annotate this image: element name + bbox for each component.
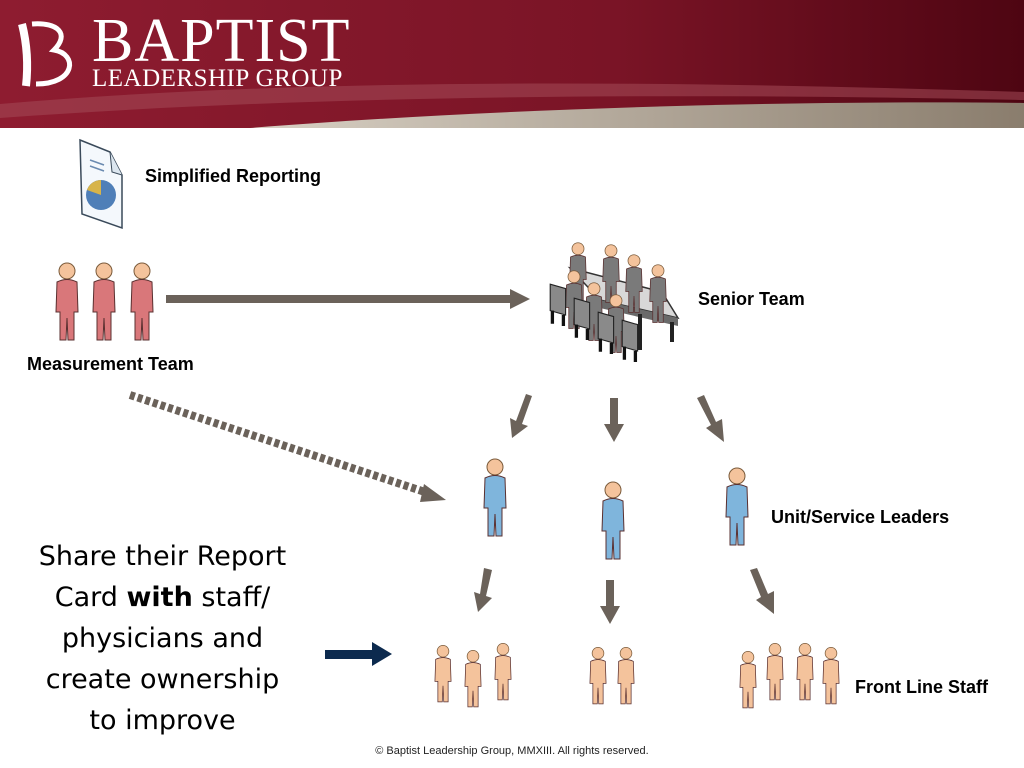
copyright-text: © Baptist Leadership Group, MMXIII. All …: [375, 745, 649, 757]
callout-text-start: Share their Report Card: [38, 541, 287, 613]
arrows-leaders-to-staff: [474, 568, 774, 624]
label-unit-service-leaders: Unit/Service Leaders: [771, 507, 950, 527]
brand-name: BAPTIST: [92, 7, 351, 75]
callout-text-bold: with: [126, 582, 193, 613]
logo-mark: [18, 21, 73, 87]
label-simplified-reporting: Simplified Reporting: [145, 166, 322, 186]
measurement-team-people-icon: [55, 262, 154, 341]
arrow-to-senior-team: [166, 289, 530, 309]
label-measurement-team: Measurement Team: [27, 354, 194, 374]
callout-text: Share their Report Card with staff/ phys…: [30, 536, 295, 741]
callout-text-end: staff/ physicians and create ownership t…: [45, 582, 280, 736]
label-front-line-staff: Front Line Staff: [855, 677, 988, 697]
header-banner: [0, 0, 1024, 135]
unit-leader-icons: [483, 458, 749, 560]
dotted-arrow-to-leaders: [128, 391, 446, 502]
copyright-footer: © Baptist Leadership Group, MMXIII. All …: [0, 745, 1024, 757]
label-senior-team: Senior Team: [698, 289, 805, 309]
report-document-icon: [79, 138, 123, 230]
brand-subtitle: LEADERSHIP GROUP: [92, 65, 343, 92]
senior-team-meeting-table-icon: [548, 242, 680, 362]
front-line-staff-icons: [434, 642, 840, 709]
callout-arrow: [325, 642, 392, 666]
arrows-senior-to-leaders: [510, 394, 724, 442]
